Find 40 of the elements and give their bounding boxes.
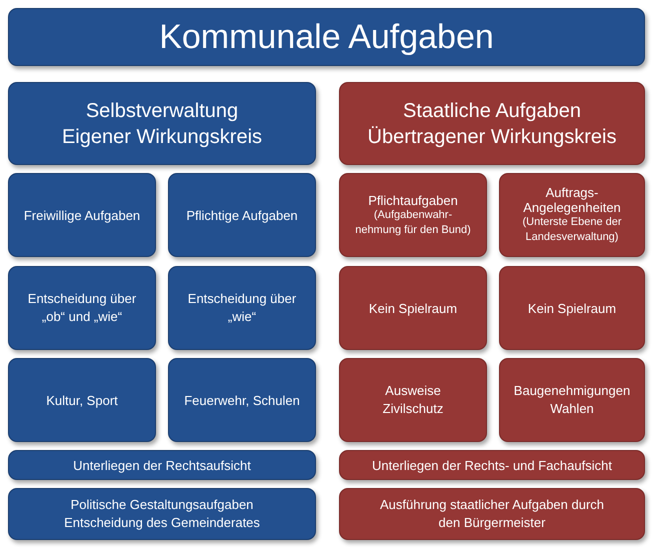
task-box bbox=[168, 358, 316, 442]
box-label: Kultur, Sport bbox=[46, 392, 118, 408]
box-label: Politische Gestaltungsaufgaben Entscheidung des Gemeinderates bbox=[63, 496, 261, 532]
supervision-bar bbox=[8, 450, 316, 480]
task-box bbox=[8, 173, 156, 257]
box-label: Unterliegen der Rechtsaufsicht bbox=[73, 458, 251, 472]
task-box bbox=[499, 173, 645, 257]
box-label: Entscheidung über „ob“ und „wie“ bbox=[26, 290, 138, 326]
box-label: Feuerwehr, Schulen bbox=[184, 392, 300, 408]
box-label: Pflichtaufgaben bbox=[368, 192, 458, 208]
box-note: (Aufgabenwahr- nehmung für den Bund) bbox=[354, 208, 472, 238]
category-header bbox=[339, 82, 645, 165]
box-label: Staatliche Aufgaben Übertragener Wirkungskreis bbox=[366, 98, 618, 150]
box-label: Kein Spielraum bbox=[528, 300, 616, 316]
box-label: Ausführung staatlicher Aufgaben durch den Bürgermeister bbox=[378, 496, 606, 532]
task-box bbox=[8, 266, 156, 350]
responsibility-bar bbox=[8, 488, 316, 540]
responsibility-bar bbox=[339, 488, 645, 540]
box-label: Ausweise Zivilschutz bbox=[382, 382, 444, 418]
task-box bbox=[168, 266, 316, 350]
task-box bbox=[168, 173, 316, 257]
box-label: Kein Spielraum bbox=[368, 300, 458, 316]
task-box bbox=[8, 358, 156, 442]
box-label: Auftrags- Angelegenheiten bbox=[522, 185, 622, 216]
box-note: (Unterste Ebene der Landesverwaltung) bbox=[521, 215, 623, 245]
task-box bbox=[339, 358, 487, 442]
task-box bbox=[499, 358, 645, 442]
box-label: Pflichtige Aufgaben bbox=[186, 208, 298, 222]
task-box bbox=[339, 173, 487, 257]
box-label: Freiwillige Aufgaben bbox=[24, 208, 140, 222]
box-label: Entscheidung über „wie“ bbox=[187, 290, 297, 326]
box-label: Selbstverwaltung Eigener Wirkungskreis bbox=[60, 98, 264, 150]
supervision-bar bbox=[339, 450, 645, 480]
category-header bbox=[8, 82, 316, 165]
title: Kommunale Aufgaben bbox=[159, 18, 494, 56]
box-label: Unterliegen der Rechts- und Fachaufsicht bbox=[372, 458, 612, 472]
box-label: Baugenehmigungen Wahlen bbox=[512, 382, 632, 418]
task-box bbox=[339, 266, 487, 350]
title-banner bbox=[8, 8, 645, 66]
task-box bbox=[499, 266, 645, 350]
